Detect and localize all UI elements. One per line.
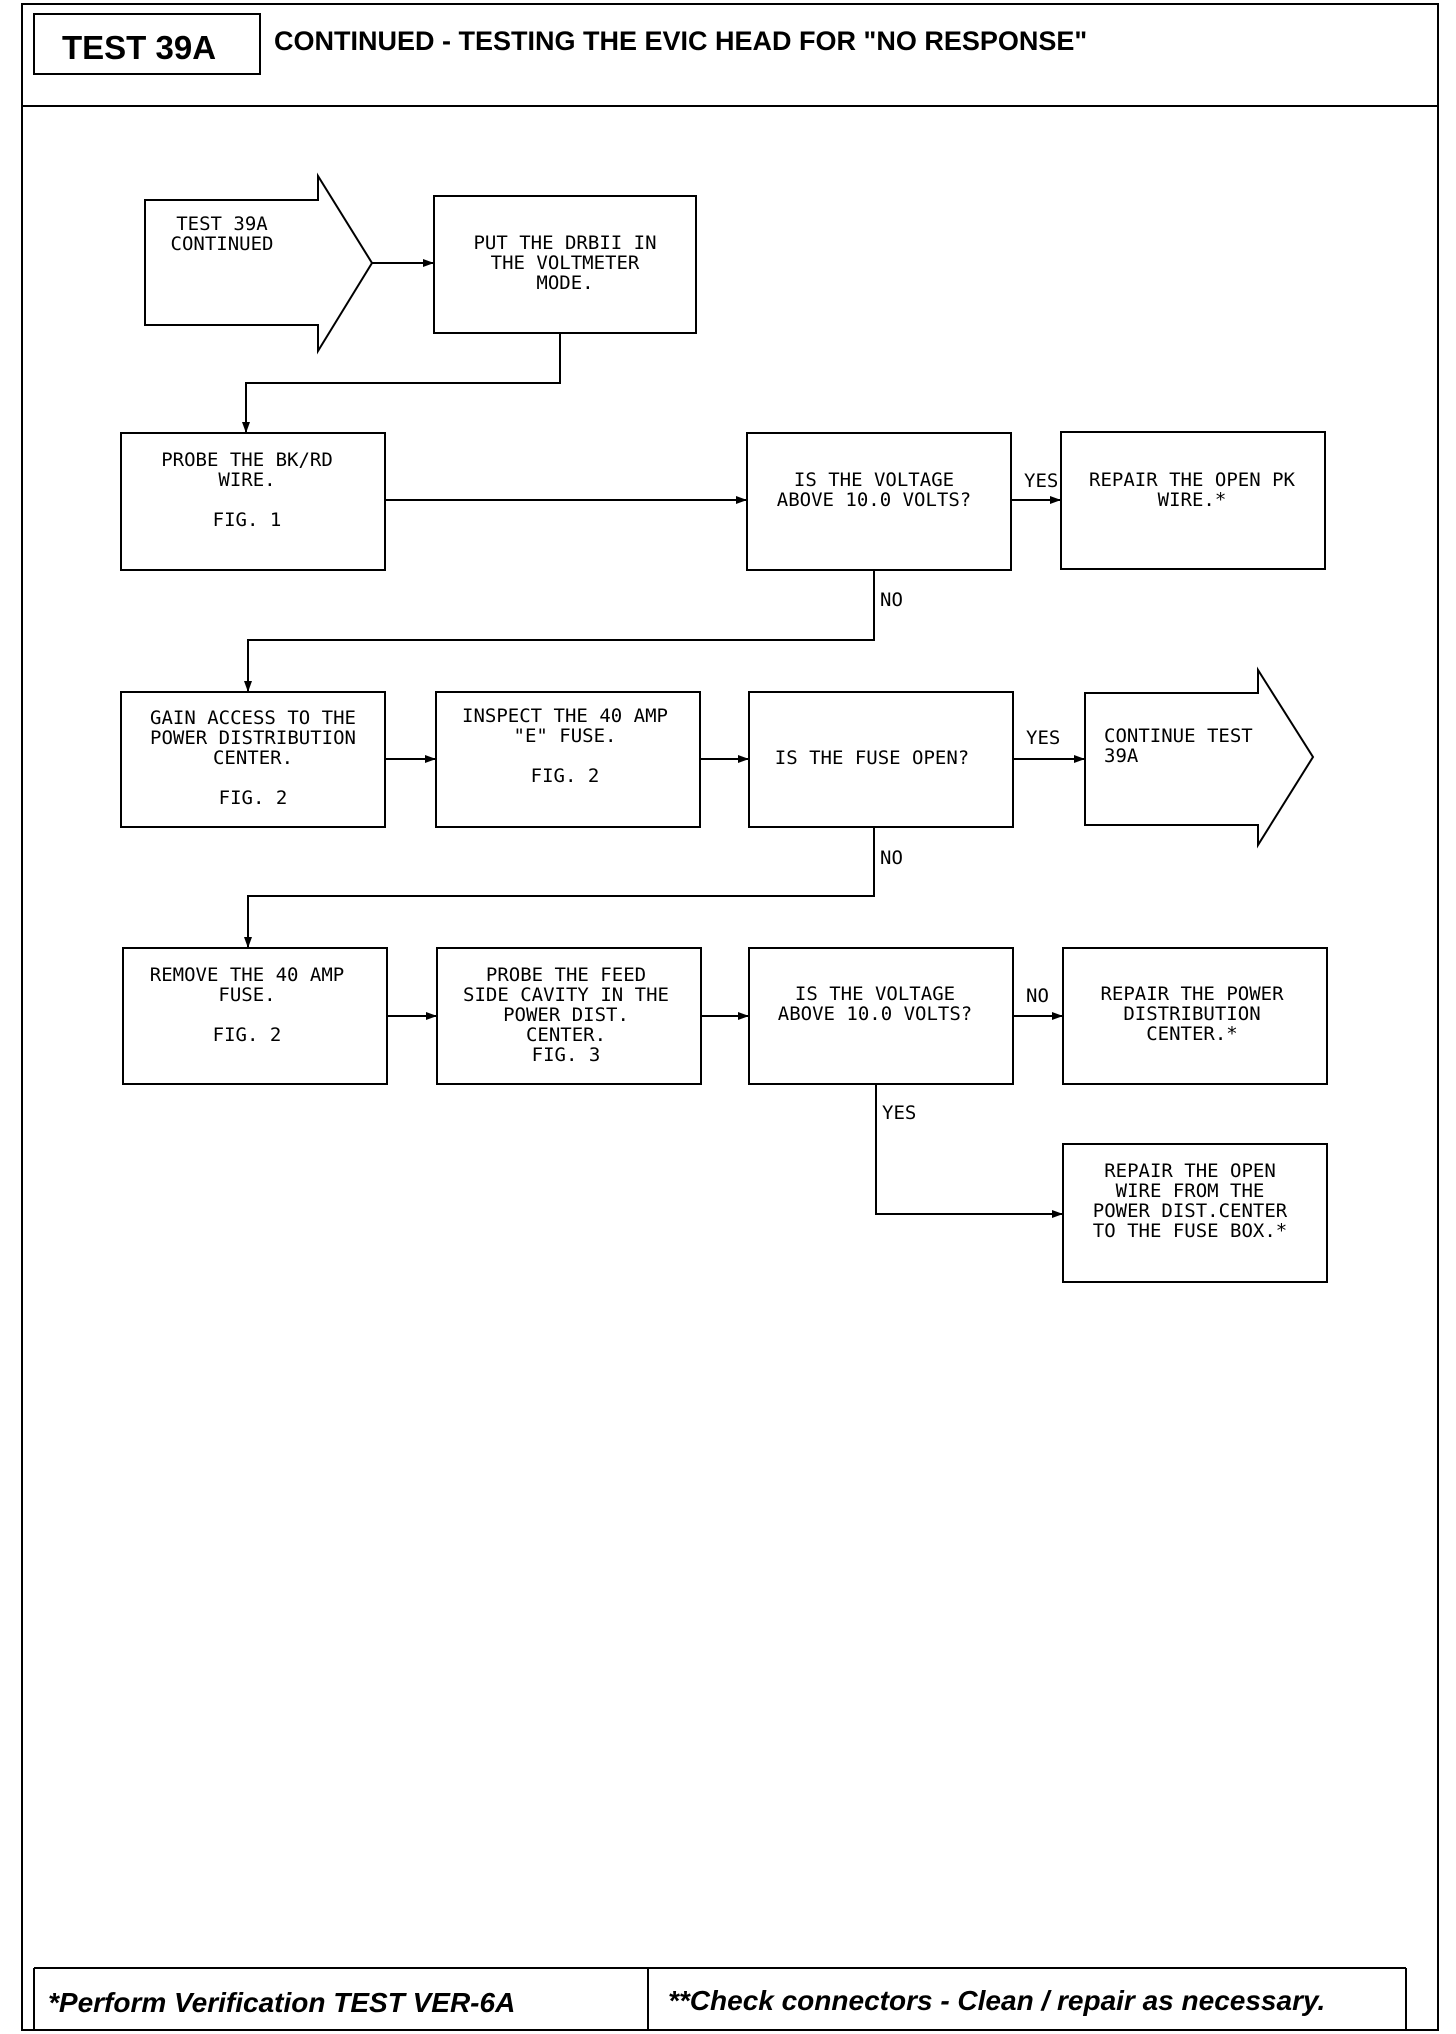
- node-text-line: MODE.: [536, 272, 593, 294]
- voltmeter-box: [433, 195, 697, 334]
- node-text-line: WIRE.: [218, 469, 275, 491]
- node-text-line: IS THE VOLTAGE: [794, 469, 954, 491]
- node-text-line: REMOVE THE 40 AMP: [150, 964, 344, 986]
- node-text-line: FIG. 2: [219, 787, 288, 809]
- inspect-fuse-text: INSPECT THE 40 AMP"E" FUSE. FIG. 2: [462, 705, 668, 787]
- node-text-line: IS THE VOLTAGE: [795, 983, 955, 1005]
- node-text-line: WIRE FROM THE: [1116, 1180, 1265, 1202]
- node-text-line: POWER DISTRIBUTION: [150, 727, 356, 749]
- start-arrow: [144, 172, 374, 355]
- node-text-line: FIG. 2: [213, 1024, 282, 1046]
- node-text-line: REPAIR THE POWER: [1100, 983, 1284, 1005]
- node-text-line: FIG. 2: [531, 765, 600, 787]
- footer-connector-note: **Check connectors - Clean / repair as n…: [668, 1985, 1325, 2016]
- node-text-line: POWER DIST.CENTER: [1093, 1200, 1288, 1222]
- node-text-line: REPAIR THE OPEN PK: [1089, 469, 1295, 491]
- edge-label-yes: YES: [882, 1102, 916, 1124]
- node-text-line: GAIN ACCESS TO THE: [150, 707, 356, 729]
- connector-yes-to-repair-wire: [875, 1084, 1063, 1218]
- node-text-line: INSPECT THE 40 AMP: [462, 705, 668, 727]
- node-text-line: CENTER.: [213, 747, 293, 769]
- node-text-line: PROBE THE BK/RD: [161, 449, 333, 471]
- node-text-line: THE VOLTMETER: [491, 252, 640, 274]
- node-text-line: FUSE.: [218, 984, 275, 1006]
- test-id: TEST 39A: [62, 29, 216, 66]
- gain-access-box: [120, 691, 386, 828]
- voltage-question-2: [748, 947, 1014, 1085]
- node-text-line: TO THE FUSE BOX.*: [1093, 1220, 1287, 1242]
- node-text-line: CENTER.: [526, 1024, 606, 1046]
- node-text-line: POWER DIST.: [503, 1004, 629, 1026]
- node-text-line: PUT THE DRBII IN: [473, 232, 656, 254]
- repair-pk-box: [1060, 431, 1326, 570]
- node-text-line: SIDE CAVITY IN THE: [463, 984, 669, 1006]
- node-text-line: IS THE FUSE OPEN?: [775, 747, 969, 769]
- node-text-line: 39A: [1104, 745, 1139, 767]
- edge-label-yes: YES: [1024, 470, 1058, 492]
- node-text-line: "E" FUSE.: [514, 725, 617, 747]
- edge-label-no: NO: [1026, 985, 1049, 1007]
- edge-label-yes: YES: [1026, 727, 1060, 749]
- node-text-line: WIRE.*: [1158, 489, 1227, 511]
- remove-fuse-box: [122, 947, 388, 1085]
- node-text-line: TEST 39A: [176, 213, 268, 235]
- probe-bkrd-box: [120, 432, 386, 571]
- page-title: CONTINUED - TESTING THE EVIC HEAD FOR "N…: [274, 26, 1087, 56]
- continue-test-arrow: [1084, 666, 1315, 849]
- node-text-line: REPAIR THE OPEN: [1104, 1160, 1276, 1182]
- fuse-open-question: [748, 691, 1014, 828]
- node-text-line: FIG. 3: [532, 1044, 601, 1066]
- connector-voltmeter-to-probe: [242, 333, 561, 433]
- repair-wire-box: [1062, 1143, 1328, 1283]
- page-border: [21, 3, 1439, 2031]
- footer-verification-note: *Perform Verification TEST VER-6A: [48, 1987, 515, 2018]
- edge-label-no: NO: [880, 589, 903, 611]
- node-text-line: CONTINUED: [171, 233, 274, 255]
- connector-no-to-gain-access: [244, 570, 875, 692]
- fuse-open-question-text: IS THE FUSE OPEN?: [775, 747, 969, 769]
- node-text-line: CONTINUE TEST: [1104, 725, 1253, 747]
- node-text-line: CENTER.*: [1146, 1023, 1238, 1045]
- node-text-line: FIG. 1: [213, 509, 282, 531]
- edge-label-no: NO: [880, 847, 903, 869]
- repair-pdc-box: [1062, 947, 1328, 1085]
- connector-no-to-remove-fuse: [244, 827, 875, 948]
- node-text-line: ABOVE 10.0 VOLTS?: [778, 1003, 972, 1025]
- node-text-line: ABOVE 10.0 VOLTS?: [777, 489, 971, 511]
- node-text-line: PROBE THE FEED: [486, 964, 646, 986]
- node-text-line: DISTRIBUTION: [1123, 1003, 1260, 1025]
- voltage-question-1: [746, 432, 1012, 571]
